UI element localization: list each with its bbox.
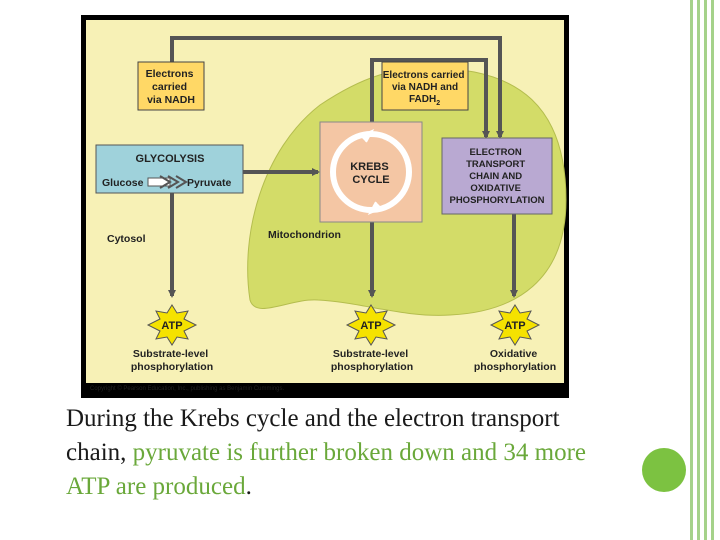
electrons-nadh-box [137, 61, 205, 111]
cellular-respiration-diagram: Electrons carried via NADH Electrons car… [81, 15, 569, 398]
krebs-cycle-box [319, 121, 423, 223]
pyruvate-label: Pyruvate [187, 177, 232, 189]
substrate-level-label-left: Substrate-level phosphorylation [131, 348, 213, 373]
green-circle-ornament [642, 448, 686, 492]
electrons-nadh-label: Electrons carried via NADH [146, 68, 197, 106]
arrow-loop-inner [370, 58, 490, 139]
mitochondrion-label: Mitochondrion [268, 229, 341, 241]
atp-burst-left [146, 304, 198, 346]
atp-burst-middle [345, 304, 397, 346]
atp-label-left: ATP [161, 320, 182, 332]
arrow-loop-outer [170, 36, 504, 139]
caption-part-3: . [245, 473, 252, 500]
glucose-label: Glucose [102, 177, 144, 189]
border-stripe-1 [690, 0, 693, 540]
atp-label-middle: ATP [360, 320, 381, 332]
caption-part-1: During the Krebs cycle and the electron … [66, 405, 560, 466]
krebs-cycle-label: KREBS CYCLE [350, 161, 392, 186]
electron-transport-chain-box [441, 137, 553, 215]
border-stripe-3 [704, 0, 707, 540]
glycolysis-arrow-chevrons [159, 175, 188, 189]
krebs-cycle-arrow-top [359, 128, 375, 143]
border-stripe-4 [711, 0, 714, 540]
oxidative-label: Oxidative phosphorylation [474, 348, 556, 373]
border-stripe-2 [697, 0, 700, 540]
atp-label-right: ATP [504, 320, 525, 332]
fadh-label: FADH2 [409, 94, 440, 107]
electrons-nadh-fadh-label: Electrons carried via NADH and [383, 70, 468, 93]
caption-highlight: pyruvate is further broken down and 34 m… [66, 439, 586, 500]
electrons-nadh-fadh-box [381, 61, 469, 111]
substrate-level-label-middle: Substrate-level phosphorylation [331, 348, 413, 373]
cytosol-label: Cytosol [107, 233, 146, 245]
glycolysis-title: GLYCOLYSIS [136, 153, 205, 165]
electron-transport-chain-label: ELECTRON TRANSPORT CHAIN AND OXIDATIVE P… [449, 147, 544, 206]
atp-burst-right [489, 304, 541, 346]
slide-caption: During the Krebs cycle and the electron … [66, 402, 626, 504]
krebs-cycle-arrow-bottom [367, 201, 383, 216]
copyright-note: Copyright © Pearson Education, Inc., pub… [90, 385, 285, 392]
